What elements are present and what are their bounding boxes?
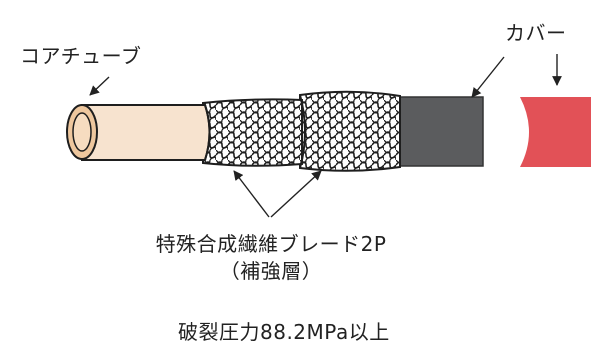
- cover-cross-section: [520, 97, 591, 167]
- core-tube-end-bore: [72, 112, 92, 152]
- braid-label: 特殊合成繊維ブレード2P （補強層）: [120, 232, 422, 283]
- cover-layer: [397, 96, 484, 167]
- core-tube: [81, 104, 211, 161]
- core-tube-leader: [89, 76, 110, 96]
- braid-label-line1: 特殊合成繊維ブレード2P: [155, 232, 387, 256]
- core-tube-label: コアチューブ: [20, 44, 142, 68]
- cover-leader: [471, 56, 505, 98]
- braid-leader-right: [270, 170, 322, 218]
- braid-layer-outer: [299, 90, 401, 172]
- cover-label: カバー: [505, 21, 567, 45]
- burst-pressure-label: 破裂圧力88.2MPa以上: [178, 320, 390, 344]
- braid-layer-inner: [202, 98, 303, 167]
- braid-label-line2: （補強層）: [219, 259, 323, 283]
- braid-leader-left: [233, 170, 270, 218]
